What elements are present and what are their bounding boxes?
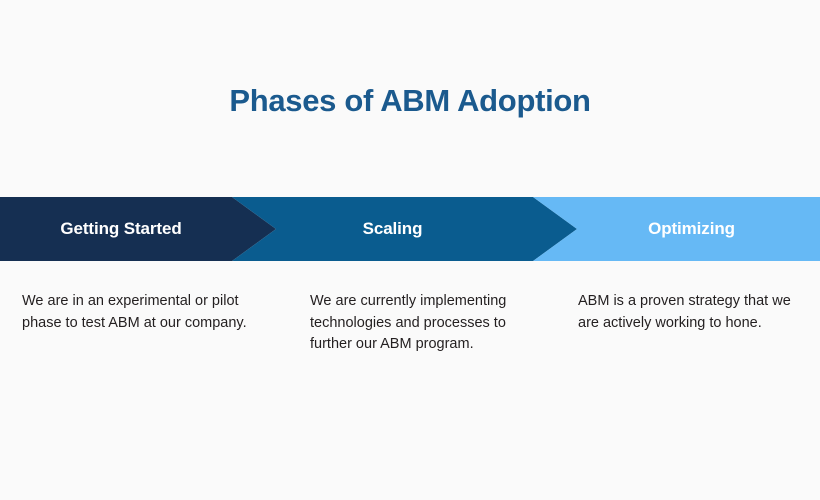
phase-descriptions: We are in an experimental or pilot phase… (0, 291, 820, 401)
phase-description-scaling: We are currently implementing technologi… (310, 293, 507, 352)
phase-chevron-optimizing[interactable]: Optimizing (533, 197, 820, 261)
phase-chevron-getting-started[interactable]: Getting Started (0, 197, 276, 261)
phase-label-optimizing: Optimizing (648, 219, 735, 238)
phase-description-getting-started: We are in an experimental or pilot phase… (22, 293, 247, 331)
phase-chevron-scaling[interactable]: Scaling (232, 197, 577, 261)
phase-chevron-band: Getting Started Scaling Optimizing (0, 197, 820, 261)
phase-description-optimizing: ABM is a proven strategy that we are act… (578, 293, 791, 331)
phase-label-scaling: Scaling (362, 219, 423, 238)
phase-label-getting-started: Getting Started (60, 219, 182, 238)
page-title: Phases of ABM Adoption (229, 83, 591, 118)
